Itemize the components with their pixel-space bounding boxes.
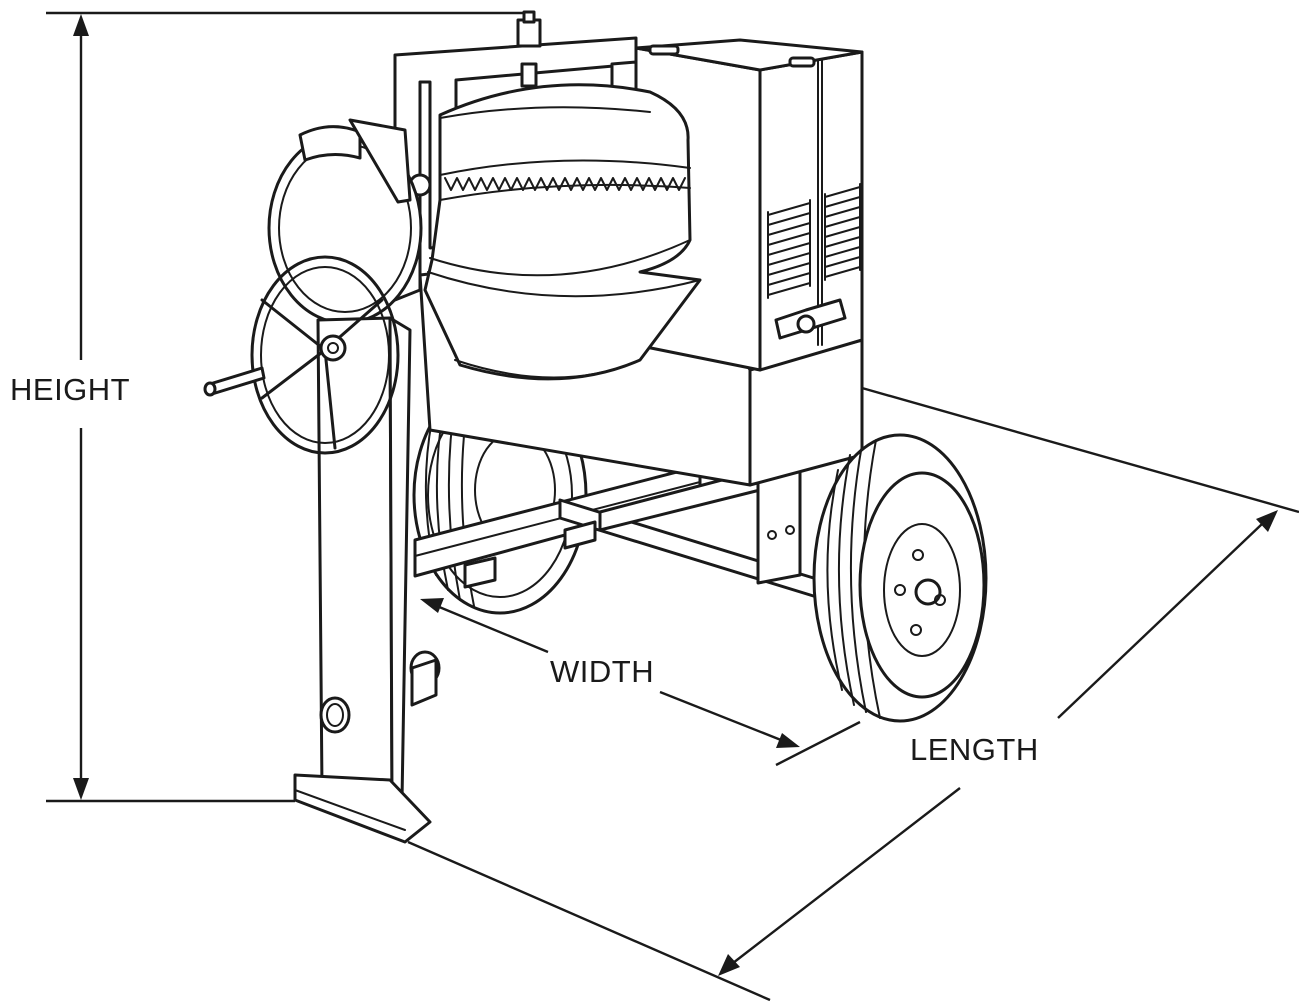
width-arrow-left [420, 598, 444, 613]
drum-top-rim [439, 106, 651, 119]
handwheel-hub-bolt [327, 342, 339, 354]
tow-bar-edge [414, 481, 701, 557]
grease-fitting-cap [522, 10, 536, 24]
length-arrow-down [718, 954, 740, 976]
width-dimension-line-left [431, 602, 549, 654]
width-extension-line [775, 720, 861, 767]
width-arrow-right [776, 733, 800, 748]
lid-bracket [348, 118, 412, 204]
bracket-bolt-1 [767, 530, 777, 540]
front-stand [293, 316, 441, 844]
length-dimension-line-upper [1057, 523, 1263, 719]
lug-nut-4 [894, 584, 906, 596]
lid-handle-saddle [298, 125, 362, 162]
bracket-bolt-2 [785, 525, 795, 535]
lug-nut-3 [910, 624, 922, 636]
stand-foot-plate [293, 773, 432, 844]
stand-pin-knob-icon[interactable] [319, 696, 351, 734]
length-extension-line-rear [861, 386, 1299, 514]
engine-cover-top [634, 38, 864, 72]
height-dimension [46, 11, 530, 803]
stand-pin-inner [326, 703, 344, 727]
vent-grille-left [767, 199, 811, 299]
dump-assembly [267, 118, 423, 325]
width-dimension-line-right [659, 690, 787, 744]
axle-bracket [756, 468, 802, 585]
drum-gear-teeth [444, 177, 686, 191]
frame-block-1 [463, 556, 497, 589]
length-label: LENGTH [910, 732, 1039, 767]
length-dimension-line-lower [732, 787, 961, 964]
width-dimension [420, 598, 861, 767]
drum-band-1 [429, 239, 691, 277]
length-extension-line-front [407, 840, 771, 1002]
drum-body [423, 83, 702, 381]
crank-handle-end [203, 381, 217, 397]
mixing-drum [408, 83, 702, 381]
height-arrow-down [73, 778, 89, 800]
right-wheel-hub [883, 523, 961, 657]
cover-hinge-2 [788, 56, 816, 68]
handwheel-hub [319, 334, 347, 362]
drum-band-2 [427, 271, 701, 298]
lug-nut-2 [934, 594, 946, 606]
latch-knob-icon[interactable] [796, 314, 816, 334]
lug-nut-1 [912, 549, 924, 561]
frame-block-2 [563, 520, 597, 550]
stand-foot-edge [294, 789, 406, 831]
dump-handwheel[interactable] [203, 255, 400, 455]
length-arrow-up [1256, 510, 1278, 532]
chassis-frame [413, 464, 822, 600]
right-wheel-hub-cap [914, 578, 942, 606]
length-dimension [407, 386, 1299, 1002]
width-label: WIDTH [550, 654, 655, 689]
hitch-tube-body [410, 658, 438, 707]
handwheel-rim-outer[interactable] [250, 255, 400, 455]
height-label: HEIGHT [10, 372, 131, 407]
cover-hinge-1 [648, 44, 680, 56]
drum-gear-ring-top [439, 159, 691, 176]
right-wheel-tread-lines [826, 439, 881, 719]
handwheel-rim-inner [260, 266, 390, 444]
handwheel-spokes [260, 298, 384, 450]
vent-grille-right [824, 183, 861, 281]
left-wheel-tread-lines [424, 387, 475, 607]
height-arrow-up [73, 14, 89, 36]
grease-fitting [516, 18, 542, 48]
drum-shaft [520, 62, 538, 88]
drum-bottom-rim [454, 359, 641, 379]
right-wheel [812, 433, 988, 723]
